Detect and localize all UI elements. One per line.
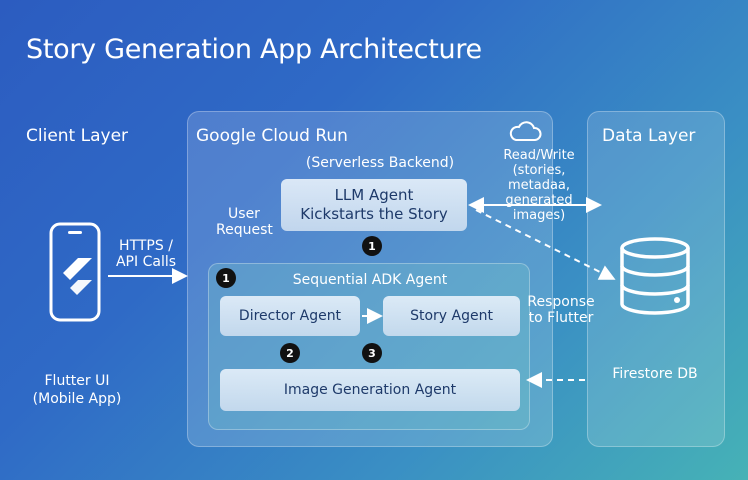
step-badge-llm: 1 bbox=[362, 236, 382, 256]
response-dashed-arrow bbox=[475, 209, 616, 280]
step-badge-director: 2 bbox=[280, 343, 300, 363]
story-agent-box: Story Agent bbox=[383, 296, 520, 336]
step-badge-story: 3 bbox=[362, 343, 382, 363]
database-icon bbox=[617, 236, 693, 316]
client-layer-label: Client Layer bbox=[26, 126, 129, 146]
step-badge-sequential: 1 bbox=[216, 268, 236, 288]
image-generation-agent-box: Image Generation Agent bbox=[220, 369, 520, 411]
https-api-label: HTTPS / API Calls bbox=[115, 238, 177, 270]
serverless-backend-label: (Serverless Backend) bbox=[305, 155, 455, 171]
cloud-icon bbox=[507, 120, 543, 144]
response-to-flutter-label: Response to Flutter bbox=[527, 294, 595, 326]
flutter-ui-label: Flutter UI (Mobile App) bbox=[32, 373, 122, 407]
director-agent-box: Director Agent bbox=[220, 296, 360, 336]
page-title: Story Generation App Architecture bbox=[26, 34, 482, 65]
cloud-run-label: Google Cloud Run bbox=[196, 126, 348, 146]
data-layer-label: Data Layer bbox=[602, 126, 696, 146]
sequential-agent-label: Sequential ADK Agent bbox=[292, 272, 448, 288]
user-request-label: User Request bbox=[216, 206, 273, 238]
firestore-db-label: Firestore DB bbox=[612, 366, 698, 382]
llm-agent-box: LLM Agent Kickstarts the Story bbox=[281, 179, 467, 231]
flutter-phone-icon bbox=[48, 222, 102, 322]
